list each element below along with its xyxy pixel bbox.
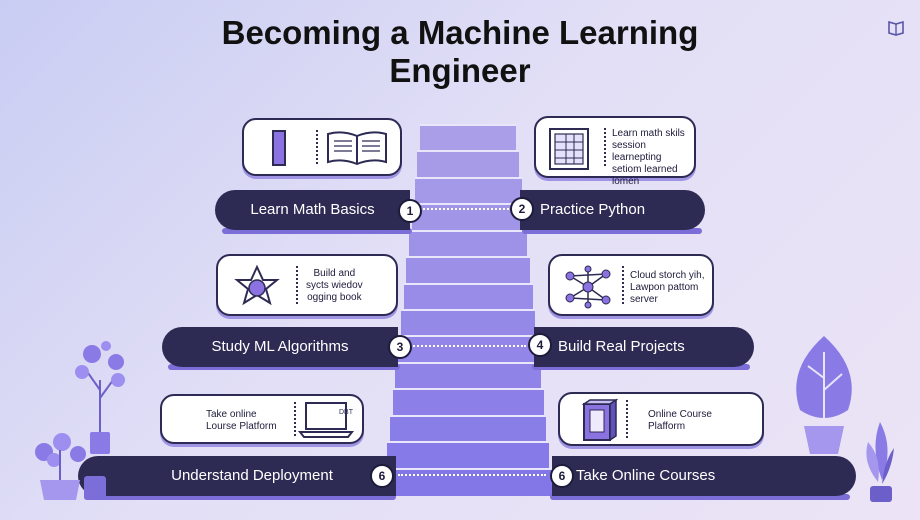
stair-step <box>398 335 538 364</box>
card-algorithms: Build and sycts wiedov ogging book <box>216 254 398 316</box>
leaf-plant-icon <box>866 422 894 502</box>
card-algorithms-text: Build and sycts wiedov ogging book <box>306 268 363 303</box>
bookmark-icon <box>272 130 286 166</box>
step-label-2: Practice Python <box>540 201 646 218</box>
small-plant-icon <box>35 433 106 500</box>
card-projects: Cloud storch yih, Lawpon pattom server <box>548 254 714 316</box>
step-bar-6: Take Online Courses <box>552 456 856 496</box>
step-number-3: 3 <box>388 335 412 359</box>
stair-step <box>403 282 533 311</box>
neural-network-icon <box>565 265 611 309</box>
bar-shadow <box>222 228 412 234</box>
card-divider <box>622 266 624 304</box>
card-divider <box>294 402 296 436</box>
bar-shadow <box>550 494 850 500</box>
card-divider <box>316 130 318 164</box>
step-number-1: 1 <box>398 199 422 223</box>
stair-step <box>414 176 522 206</box>
step-bar-2: Practice Python <box>520 190 705 230</box>
connector-1-2 <box>420 208 512 210</box>
server-box-icon <box>581 398 618 442</box>
stair-step <box>417 150 519 179</box>
step-bar-4: Build Real Projects <box>534 327 754 367</box>
step-label-3: Study ML Algorithms <box>211 338 349 355</box>
bar-shadow <box>84 494 396 500</box>
step-bar-1: Learn Math Basics <box>215 190 410 230</box>
stair-step <box>420 124 516 153</box>
stair-step <box>406 256 530 285</box>
card-deployment: Take online Lourse Platform DBT <box>160 394 364 444</box>
bar-shadow <box>168 364 400 370</box>
staircase <box>384 124 552 496</box>
open-book-icon <box>327 131 387 166</box>
stair-step <box>389 414 547 444</box>
laptop-screen-text: DBT <box>339 409 353 416</box>
step-bar-5: Understand Deployment <box>78 456 396 496</box>
page-title: Becoming a Machine Learning Engineer <box>221 14 699 89</box>
stair-step <box>387 441 549 470</box>
card-python: Learn math skils session learnepting set… <box>534 116 696 187</box>
card-divider <box>296 266 298 304</box>
bar-shadow <box>532 364 750 370</box>
connector-3-4 <box>410 345 526 347</box>
step-bar-3: Study ML Algorithms <box>162 327 398 367</box>
stair-step <box>392 388 544 417</box>
potted-plant-icon <box>75 341 125 454</box>
step-label-1: Learn Math Basics <box>250 201 375 218</box>
book-shield-icon <box>888 20 904 36</box>
card-divider <box>626 400 628 438</box>
card-courses: Online Course Plafform <box>558 392 764 446</box>
stair-step <box>400 309 536 338</box>
step-label-6: Take Online Courses <box>576 467 716 484</box>
stair-step <box>409 229 527 259</box>
card-divider <box>604 128 606 166</box>
card-projects-text: Cloud storch yih, Lawpon pattom server <box>630 270 705 305</box>
step-number-4: 4 <box>528 333 552 357</box>
tree-plant-icon <box>796 336 852 454</box>
step-label-4: Build Real Projects <box>558 338 685 355</box>
bar-shadow <box>522 228 702 234</box>
card-math <box>242 118 402 176</box>
card-python-text: Learn math skils session learnepting set… <box>612 128 685 187</box>
step-number-6: 6 <box>550 464 574 488</box>
step-label-5: Understand Deployment <box>171 467 333 484</box>
star-network-icon <box>234 264 280 306</box>
spreadsheet-icon <box>549 128 589 170</box>
stair-step <box>384 467 552 496</box>
connector-5-6 <box>398 474 546 476</box>
stair-step <box>395 361 541 391</box>
laptop-icon <box>297 402 355 438</box>
step-number-5: 6 <box>370 464 394 488</box>
step-number-2: 2 <box>510 197 534 221</box>
card-deployment-text: Take online Lourse Platform <box>206 409 277 432</box>
card-courses-text: Online Course Plafform <box>648 409 712 432</box>
